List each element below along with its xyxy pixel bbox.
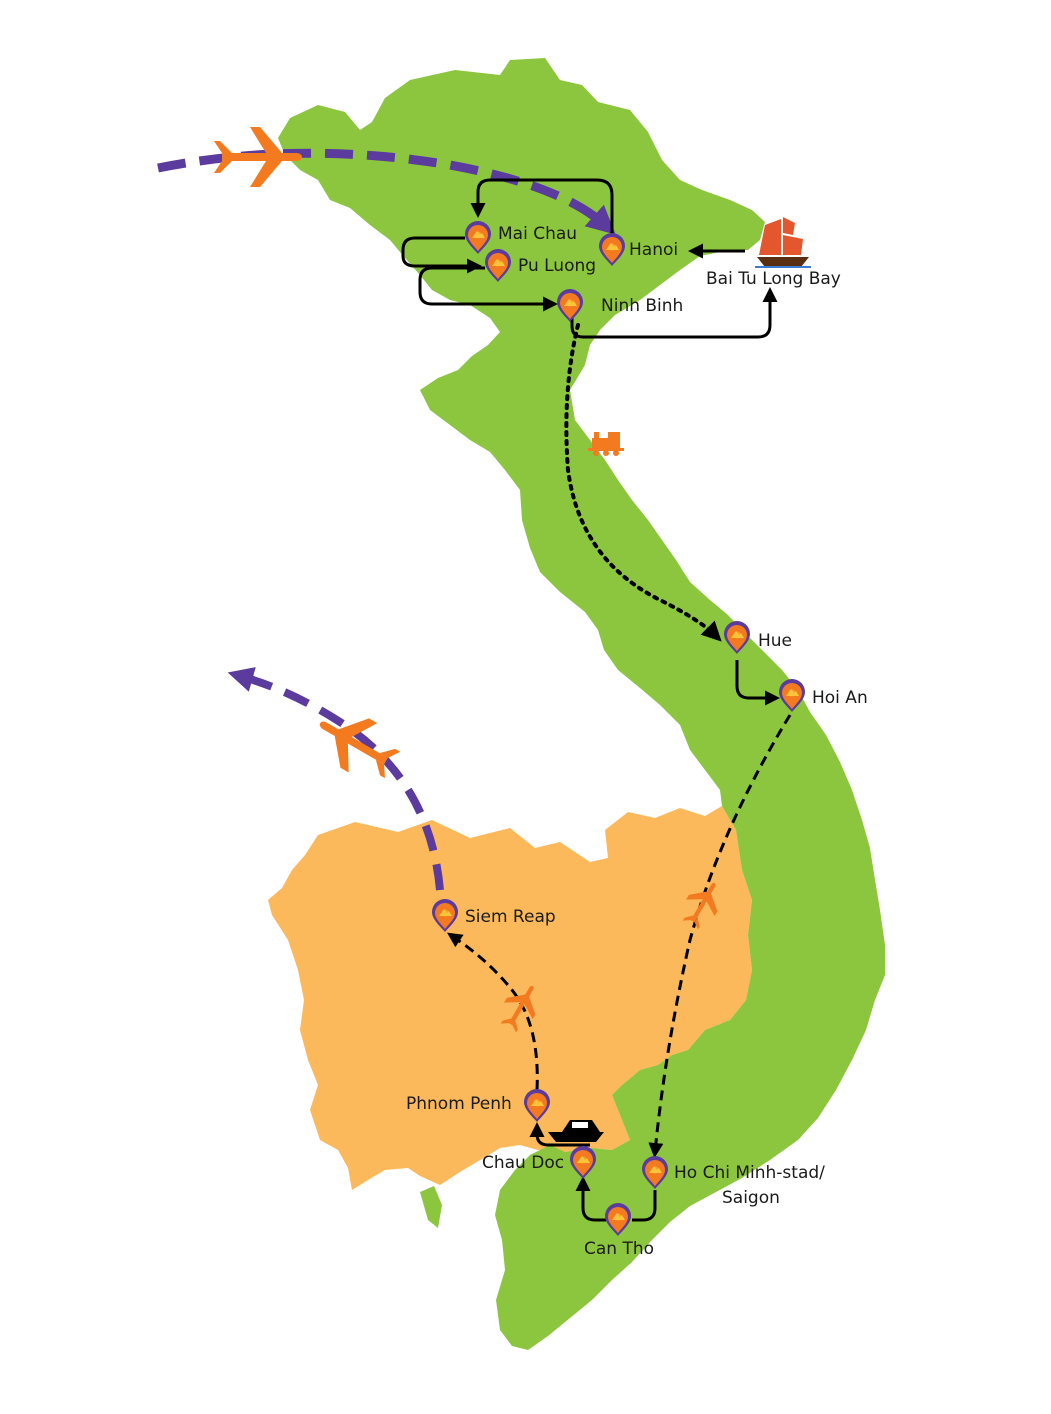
label-siem-reap: Siem Reap	[465, 907, 556, 927]
route-saigon-can-tho	[632, 1190, 657, 1222]
flight-route-phnom-penh-siem-reap	[447, 932, 539, 1091]
vietnam-landmass	[278, 58, 885, 1350]
label-bai-tu-long-bay: Bai Tu Long Bay	[706, 269, 841, 289]
label-hoi-an: Hoi An	[812, 688, 868, 708]
route-hue-hoi-an	[735, 660, 780, 706]
label-hanoi: Hanoi	[629, 240, 678, 260]
route-chau-doc-phnom-penh	[529, 1122, 590, 1147]
label-ninh-binh: Ninh Binh	[601, 296, 683, 316]
label-pu-luong: Pu Luong	[518, 256, 596, 276]
label-ho-chi-minh: Ho Chi Minh-stad/	[674, 1163, 825, 1183]
label-hue: Hue	[758, 631, 792, 651]
label-mai-chau: Mai Chau	[498, 224, 577, 244]
label-can-tho: Can Tho	[584, 1239, 654, 1259]
train-route-ninh-binh-hue	[564, 323, 722, 642]
speedboat-icon	[548, 1120, 604, 1142]
route-mai-chau-pu-luong	[401, 236, 482, 274]
junk-boat-icon	[755, 217, 811, 268]
route-can-tho-chau-doc	[575, 1176, 606, 1222]
outbound-flight-route	[227, 667, 444, 891]
train-icon	[588, 432, 624, 456]
route-hanoi-mai-chau	[470, 178, 614, 235]
route-pu-luong-ninh-binh	[418, 266, 558, 312]
vietnam-island	[420, 1186, 442, 1228]
label-chau-doc: Chau Doc	[482, 1153, 564, 1173]
label-phnom-penh: Phnom Penh	[406, 1094, 512, 1114]
route-ninh-binh-bai-tu-long	[570, 287, 778, 339]
cambodia-island	[322, 1102, 338, 1124]
flight-route-hoi-an-saigon	[648, 714, 792, 1158]
label-saigon: Saigon	[722, 1188, 780, 1208]
inbound-flight-route	[157, 148, 616, 235]
